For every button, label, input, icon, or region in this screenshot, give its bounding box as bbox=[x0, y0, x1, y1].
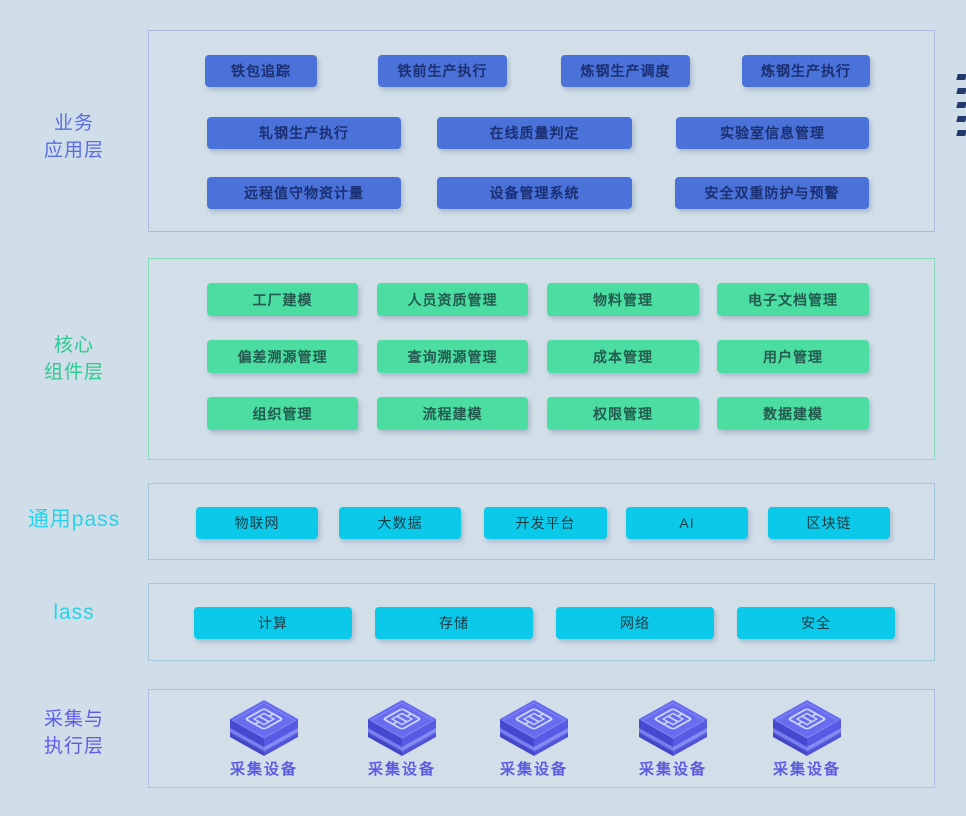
side-label-core-component-layer: 核心 组件层 bbox=[0, 332, 148, 386]
device-cube-icon bbox=[498, 698, 570, 758]
side-label-collection-execution-layer: 采集与 执行层 bbox=[0, 706, 148, 760]
side-label-line: 应用层 bbox=[43, 140, 104, 161]
side-label-line: 组件层 bbox=[43, 362, 104, 383]
app-module-button[interactable]: 铁前生产执行 bbox=[378, 55, 507, 87]
iaas-module-button[interactable]: 存储 bbox=[375, 607, 533, 639]
core-module-button[interactable]: 偏差溯源管理 bbox=[207, 340, 358, 373]
device-label: 采集设备 bbox=[638, 761, 707, 778]
edge-mark-icon bbox=[956, 102, 966, 108]
app-module-button[interactable]: 安全双重防护与预警 bbox=[675, 177, 869, 209]
app-module-button[interactable]: 炼钢生产执行 bbox=[742, 55, 870, 87]
device-cube-icon bbox=[366, 698, 438, 758]
device-label: 采集设备 bbox=[367, 761, 436, 778]
app-module-button[interactable]: 远程值守物资计量 bbox=[207, 177, 401, 209]
app-module-button[interactable]: 在线质量判定 bbox=[437, 117, 632, 149]
edge-mark-icon bbox=[956, 130, 966, 136]
paas-module-button[interactable]: 开发平台 bbox=[484, 507, 607, 539]
side-label-paas-layer: 通用pass bbox=[27, 508, 121, 531]
device-label: 采集设备 bbox=[229, 761, 298, 778]
core-module-button[interactable]: 人员资质管理 bbox=[377, 283, 528, 316]
core-module-button[interactable]: 电子文档管理 bbox=[717, 283, 869, 316]
app-module-button[interactable]: 轧钢生产执行 bbox=[207, 117, 401, 149]
core-module-button[interactable]: 工厂建模 bbox=[207, 283, 358, 316]
side-label-line: 业务 bbox=[53, 113, 94, 134]
core-module-button[interactable]: 流程建模 bbox=[377, 397, 528, 430]
edge-mark-icon bbox=[956, 116, 966, 122]
iaas-module-button[interactable]: 计算 bbox=[194, 607, 352, 639]
app-module-button[interactable]: 铁包追踪 bbox=[205, 55, 317, 87]
core-module-button[interactable]: 组织管理 bbox=[207, 397, 358, 430]
paas-module-button[interactable]: 区块链 bbox=[768, 507, 890, 539]
device-cube-icon bbox=[228, 698, 300, 758]
edge-mark-icon bbox=[956, 74, 966, 80]
core-module-button[interactable]: 成本管理 bbox=[547, 340, 699, 373]
side-label-line: 采集与 bbox=[43, 709, 104, 730]
iaas-module-button[interactable]: 安全 bbox=[737, 607, 895, 639]
paas-module-button[interactable]: AI bbox=[626, 507, 748, 539]
side-label-line: 核心 bbox=[53, 335, 94, 356]
side-label-iaas-layer: lass bbox=[53, 601, 95, 624]
app-module-button[interactable]: 实验室信息管理 bbox=[676, 117, 869, 149]
side-label-line: 执行层 bbox=[43, 736, 104, 757]
paas-module-button[interactable]: 物联网 bbox=[196, 507, 318, 539]
device-cube-icon bbox=[771, 698, 843, 758]
edge-mark-icon bbox=[956, 88, 966, 94]
device-cube-icon bbox=[637, 698, 709, 758]
app-module-button[interactable]: 设备管理系统 bbox=[437, 177, 632, 209]
core-module-button[interactable]: 权限管理 bbox=[547, 397, 699, 430]
iaas-module-button[interactable]: 网络 bbox=[556, 607, 714, 639]
app-module-button[interactable]: 炼钢生产调度 bbox=[561, 55, 690, 87]
paas-module-button[interactable]: 大数据 bbox=[339, 507, 461, 539]
core-module-button[interactable]: 用户管理 bbox=[717, 340, 869, 373]
core-module-button[interactable]: 物料管理 bbox=[547, 283, 699, 316]
device-label: 采集设备 bbox=[772, 761, 841, 778]
device-label: 采集设备 bbox=[499, 761, 568, 778]
core-module-button[interactable]: 数据建模 bbox=[717, 397, 869, 430]
core-module-button[interactable]: 查询溯源管理 bbox=[377, 340, 528, 373]
side-label-business-application-layer: 业务 应用层 bbox=[0, 110, 148, 164]
